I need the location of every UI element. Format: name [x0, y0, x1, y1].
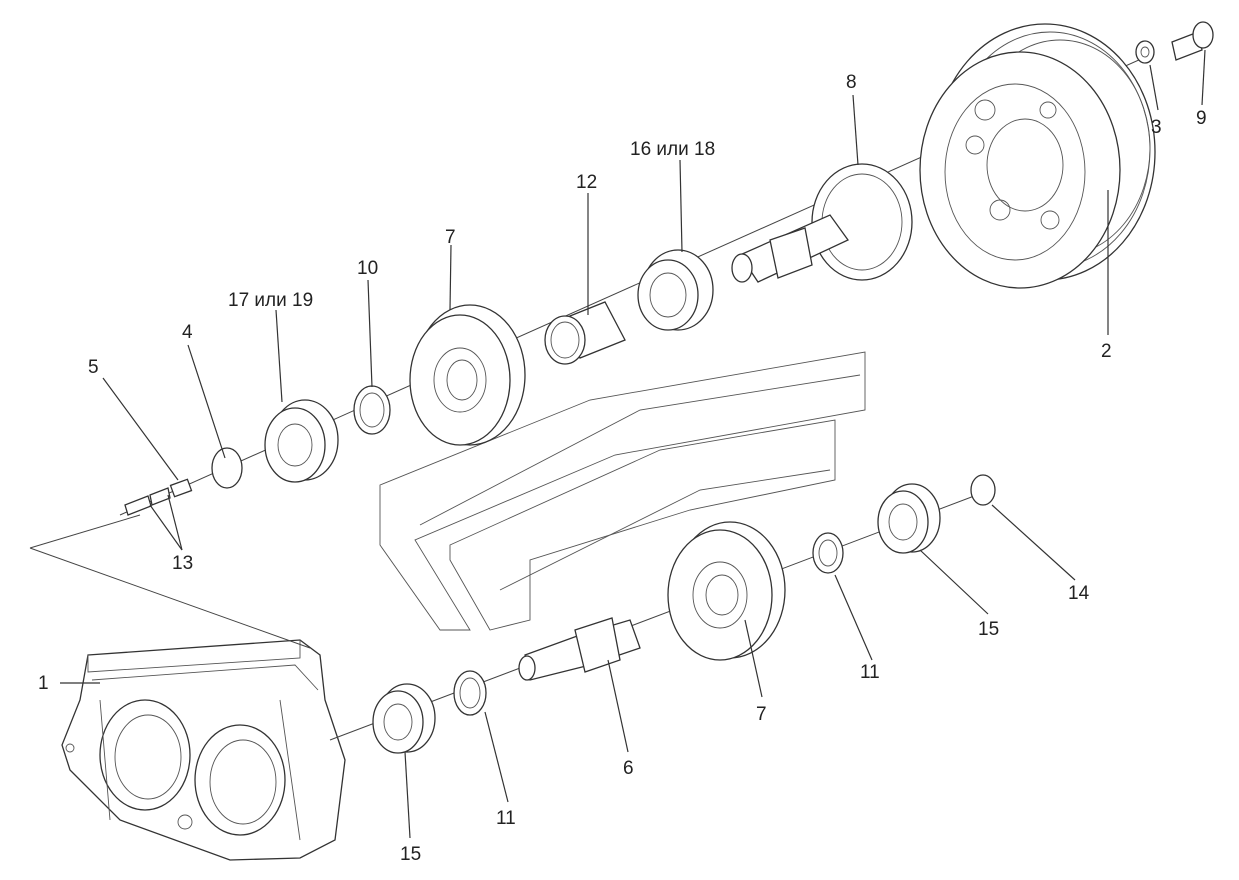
callout-9: 9	[1196, 108, 1207, 129]
plate-4	[211, 447, 243, 489]
callout-7-lower: 7	[756, 704, 767, 725]
callout-1: 1	[38, 673, 49, 694]
lock-plate-5	[169, 478, 193, 498]
background-chevrons	[379, 351, 866, 631]
callout-10: 10	[357, 258, 378, 279]
callout-14: 14	[1068, 583, 1090, 604]
callout-7-upper: 7	[445, 227, 456, 248]
washer-3	[1135, 40, 1155, 64]
callout-3: 3	[1151, 117, 1162, 138]
gear-shaft-6	[518, 617, 641, 681]
callout-15-right: 15	[978, 619, 999, 640]
bearing-16-18	[637, 249, 714, 331]
bolt-9	[1171, 21, 1214, 61]
callout-11-right: 11	[860, 662, 880, 683]
callout-6: 6	[623, 758, 634, 779]
callout-13: 13	[172, 553, 193, 574]
gear-7-upper	[409, 304, 526, 446]
snap-ring-14	[970, 474, 996, 506]
callout-16-or-18: 16 или 18	[630, 139, 715, 160]
callout-5: 5	[88, 357, 99, 378]
ring-11-left	[453, 670, 487, 716]
gear-7-lower	[667, 521, 786, 661]
ring-11-right	[812, 532, 844, 574]
bolts-13	[124, 487, 171, 516]
callout-4: 4	[182, 322, 193, 343]
flanged-shaft	[731, 163, 913, 283]
callout-11-left: 11	[496, 808, 516, 829]
bearing-17-19	[264, 399, 339, 483]
callout-8: 8	[846, 72, 857, 93]
callouts: 1 2 3 4 5 6 7 7 8 9 10 11 11 12 13 14 15…	[38, 72, 1207, 865]
gearbox-housing	[61, 639, 346, 861]
callout-15-left: 15	[400, 844, 421, 865]
bearing-15-right	[877, 483, 941, 554]
ring-10	[353, 385, 391, 435]
callout-12: 12	[576, 172, 597, 193]
pulley	[919, 23, 1156, 289]
callout-2: 2	[1101, 341, 1112, 362]
sleeve-12	[544, 301, 626, 365]
callout-17-or-19: 17 или 19	[228, 290, 313, 311]
bearing-15-left	[372, 683, 436, 754]
leader-lines	[60, 49, 1206, 839]
